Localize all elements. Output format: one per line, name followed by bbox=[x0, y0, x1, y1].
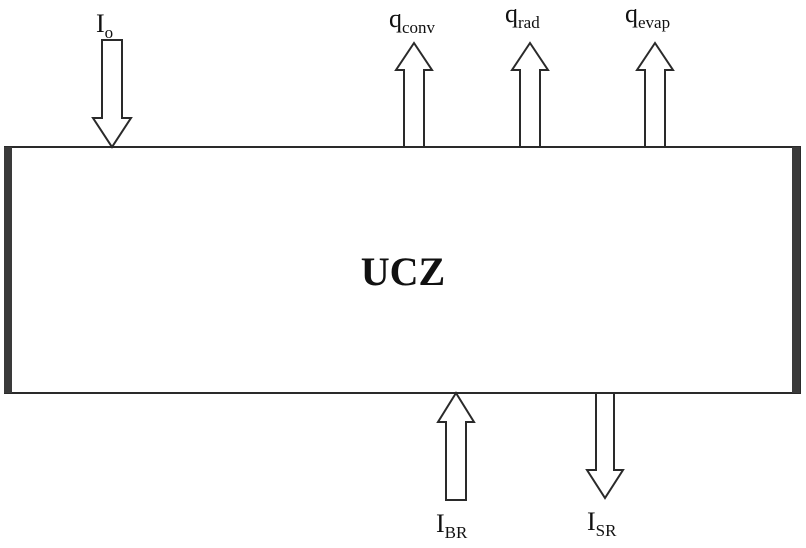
label-solar-radiation: ISR bbox=[587, 507, 617, 540]
arrow-evaporation-loss bbox=[635, 41, 675, 148]
left-wall bbox=[4, 147, 12, 393]
label-subscript: BR bbox=[445, 523, 468, 542]
label-convection: qconv bbox=[389, 4, 436, 37]
label-subscript: evap bbox=[638, 13, 670, 32]
arrow-radiation-loss bbox=[510, 41, 550, 148]
arrow-convection-loss bbox=[394, 41, 434, 148]
zone-label: UCZ bbox=[361, 249, 445, 294]
right-wall bbox=[792, 147, 800, 393]
ucz-box bbox=[4, 146, 801, 394]
label-subscript: rad bbox=[518, 13, 540, 32]
arrow-bottom-reflection-input bbox=[436, 391, 476, 501]
label-main: q bbox=[505, 0, 518, 28]
label-subscript: conv bbox=[402, 18, 436, 37]
label-radiation: qrad bbox=[505, 0, 540, 32]
arrow-incident-radiation bbox=[91, 39, 133, 149]
label-evaporation: qevap bbox=[625, 0, 670, 32]
label-incident-radiation: Io bbox=[96, 9, 113, 42]
label-main: q bbox=[625, 0, 638, 28]
label-subscript: SR bbox=[596, 521, 617, 540]
label-main: I bbox=[587, 507, 596, 536]
label-main: q bbox=[389, 4, 402, 33]
label-main: I bbox=[436, 509, 445, 538]
label-bottom-reflection: IBR bbox=[436, 509, 468, 542]
arrow-solar-radiation-output bbox=[585, 392, 625, 500]
label-main: I bbox=[96, 9, 105, 38]
label-subscript: o bbox=[105, 23, 114, 42]
